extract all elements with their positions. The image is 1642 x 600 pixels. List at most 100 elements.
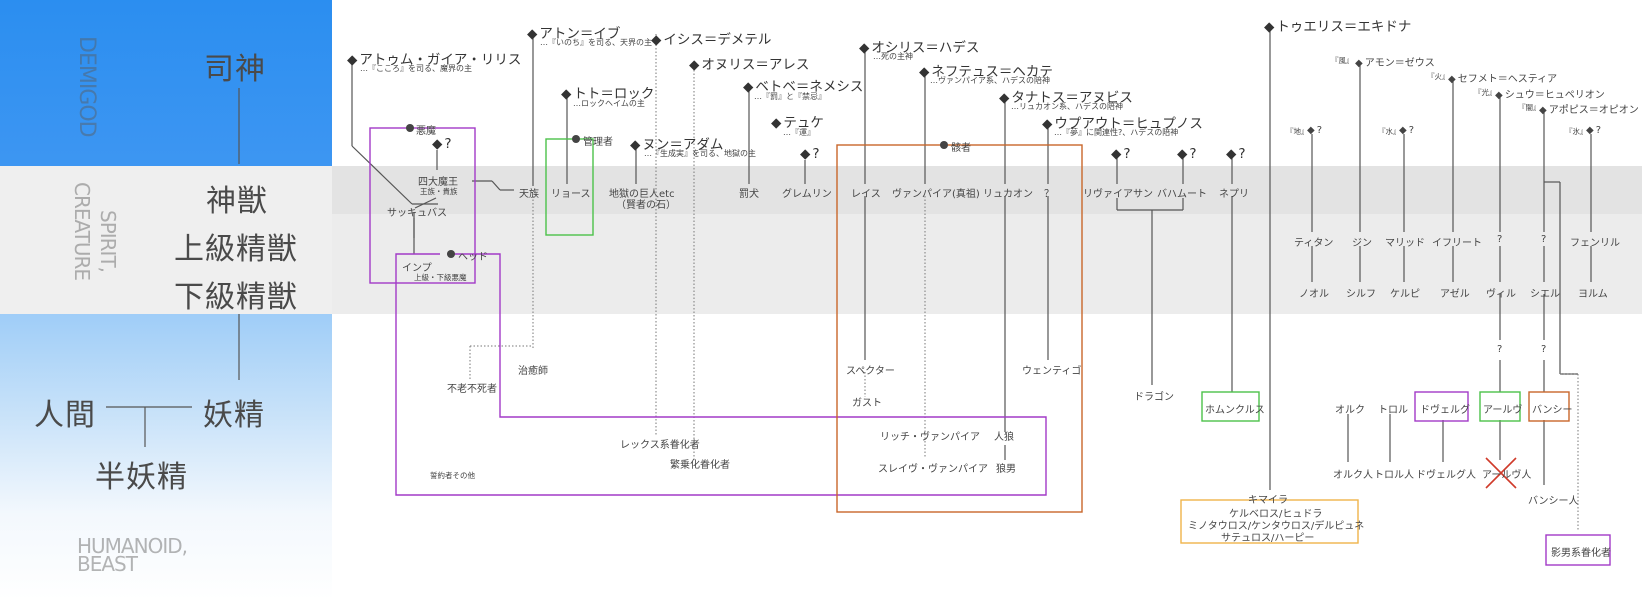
beast-vampire: ヴァンパイア(真祖) <box>892 189 980 200</box>
god-shu: シュウ＝ヒュペリオン <box>1495 86 1605 101</box>
spirit-azel: アゼル <box>1440 289 1470 300</box>
group-kanrisha: 管理者 <box>583 137 613 148</box>
human-dwergu: ドヴェルグ <box>1420 405 1470 416</box>
spirit-sylph: シルフ <box>1346 289 1376 300</box>
seiju-row-band <box>332 214 1642 314</box>
label-shinju: 神獣 <box>206 184 268 219</box>
human-dwergu-jin: ドヴェルグ人 <box>1416 470 1476 481</box>
god-ice-q: ? <box>1586 125 1601 136</box>
human-chimera-1: ケルベロス/ヒュドラ <box>1229 509 1323 520</box>
human-spectre: スペクター <box>846 366 895 377</box>
bahamut-god: ? <box>1177 146 1196 162</box>
label-ningen: 人間 <box>34 398 96 433</box>
tier-spirit-label-1: SPIRIT, <box>96 210 120 273</box>
beast-ryosu: リョース <box>551 189 591 200</box>
tier-humanoid-label-2: BEAST <box>77 552 138 576</box>
beast-nepuri: ネプリ <box>1219 189 1249 200</box>
god-tyuke-desc: …『運』 <box>783 128 815 137</box>
tag-water: 『水』 <box>1378 127 1401 136</box>
demigod-band <box>0 0 332 166</box>
spirit-kelpie: ケルピ <box>1390 289 1420 300</box>
beast-leviathan: リヴァイアサン <box>1083 189 1153 200</box>
tier-spirit-label-2: CREATURE <box>70 182 94 281</box>
human-chimera-3: サテュロス/ハーピー <box>1221 533 1315 544</box>
god-sekhmet: セフメト＝ヘスティア <box>1448 70 1557 85</box>
human-rouo: 狼男 <box>996 464 1016 475</box>
god-nun-desc: …『生成実』を司る、地獄の主 <box>644 149 756 158</box>
god-aton-desc: …『いのち』を司る、天界の主 <box>540 38 652 47</box>
tyuke-unknown: ? <box>800 146 819 162</box>
human-furou: 不老不死者 <box>447 384 497 395</box>
label-kakyu: 下級精獣 <box>174 280 298 315</box>
spirit-vil-q: ? <box>1497 234 1503 245</box>
beast-wraith: レイス <box>851 189 881 200</box>
spirit-ifrit: イフリート <box>1432 238 1482 249</box>
god-toueris: トゥエリス＝エキドナ <box>1264 15 1411 35</box>
beast-jigoku-sub: （賢者の石） <box>616 200 676 211</box>
spirit-shel: シエル <box>1530 289 1560 300</box>
tag-ice: 『氷』 <box>1565 127 1588 136</box>
human-chiyu: 治癒師 <box>518 366 548 377</box>
god-amon: アモン＝ゼウス <box>1355 54 1435 69</box>
god-upuaut: ウプアウト＝ヒュプノス <box>1042 112 1203 132</box>
group-gaikotsu: 骸者 <box>951 143 971 154</box>
human-gust: ガスト <box>852 398 882 409</box>
shinju-row-band <box>332 166 1642 214</box>
human-jinrou: 人狼 <box>994 432 1014 443</box>
beast-bakken: 罰犬 <box>739 189 759 200</box>
human-shel-q: ? <box>1541 344 1547 355</box>
beast-tenshi: 天族 <box>519 189 539 200</box>
human-kageo: 影男系眷化者 <box>1551 548 1611 559</box>
spirit-band <box>0 166 332 314</box>
human-ork: オルク <box>1335 405 1365 416</box>
tier-demigod-label: DEMIGOD <box>74 36 99 137</box>
label-hanyousei: 半妖精 <box>95 460 188 495</box>
god-nephthys: ネフテュス＝ヘカテ <box>919 60 1053 80</box>
god-osiris: オシリス＝ハデス <box>859 36 979 56</box>
spirit-jin: ジン <box>1352 238 1372 249</box>
god-betbe-desc: …『罰』と『禁忌』 <box>754 92 826 101</box>
beast-lycaon: リュカオン <box>983 189 1033 200</box>
spirit-fenrir: フェンリル <box>1570 238 1620 249</box>
human-slave: スレイヴ・ヴァンパイア <box>878 464 988 475</box>
beast-imp-sub: 上級・下級悪魔 <box>414 273 467 282</box>
tag-dark: 『闇』 <box>1518 103 1541 112</box>
human-lex: レックス系眷化者 <box>620 440 700 451</box>
god-thanatos-desc: …リュカオン系、ハデスの陪神 <box>1011 102 1123 111</box>
god-osiris-desc: …死の主神 <box>873 52 913 61</box>
label-yousei: 妖精 <box>203 398 265 433</box>
spirit-titan: ティタン <box>1294 238 1334 249</box>
human-vil-q: ? <box>1497 344 1503 355</box>
group-head: ヘッド <box>458 252 488 263</box>
spirit-vil: ヴィル <box>1486 289 1516 300</box>
tag-earth: 『地』 <box>1286 127 1309 136</box>
tag-light: 『光』 <box>1474 88 1497 97</box>
tier-humanoid-label-1: HUMANOID, <box>77 534 188 558</box>
human-aarugu-jin: アールヴ人 <box>1482 470 1532 481</box>
beast-yondai-sub: 王族・貴族 <box>420 187 458 196</box>
human-banshee: バンシー <box>1532 405 1573 416</box>
group-akuma: 悪魔 <box>416 126 436 137</box>
god-thanatos: タナトス＝アヌビス <box>999 86 1133 106</box>
human-lich: リッチ・ヴァンパイア <box>880 432 980 443</box>
human-keiyaku: 誓約者その他 <box>430 471 475 480</box>
humanoid-band <box>0 314 332 600</box>
beast-bahamut: バハムート <box>1157 189 1207 200</box>
god-toto: トト＝ロック <box>561 82 654 102</box>
human-troll: トロル <box>1378 405 1408 416</box>
beast-yondai: 四大魔王 <box>418 177 458 188</box>
god-upuaut-desc: …『夢』に関連性?、ハデスの陪神 <box>1054 128 1179 137</box>
tier-panel <box>0 0 332 600</box>
beast-succubus: サッキュバス <box>387 208 447 219</box>
beast-unknown: ？ <box>1044 189 1054 200</box>
god-earth-q: ? <box>1307 125 1322 136</box>
god-atum-desc: …『こころ』を司る、魔界の主 <box>360 64 472 73</box>
god-tyuke: テュケ <box>771 111 824 131</box>
human-chimera-2: ミノタウロス/ケンタウロス/デルピュネ <box>1188 521 1365 532</box>
tag-wind: 『風』 <box>1331 56 1354 65</box>
god-toto-desc: …ロックヘイムの主 <box>573 99 645 108</box>
beast-gremlin: グレムリン <box>782 189 832 200</box>
tag-fire: 『火』 <box>1427 72 1450 81</box>
human-chimera: キマイラ <box>1248 495 1288 506</box>
